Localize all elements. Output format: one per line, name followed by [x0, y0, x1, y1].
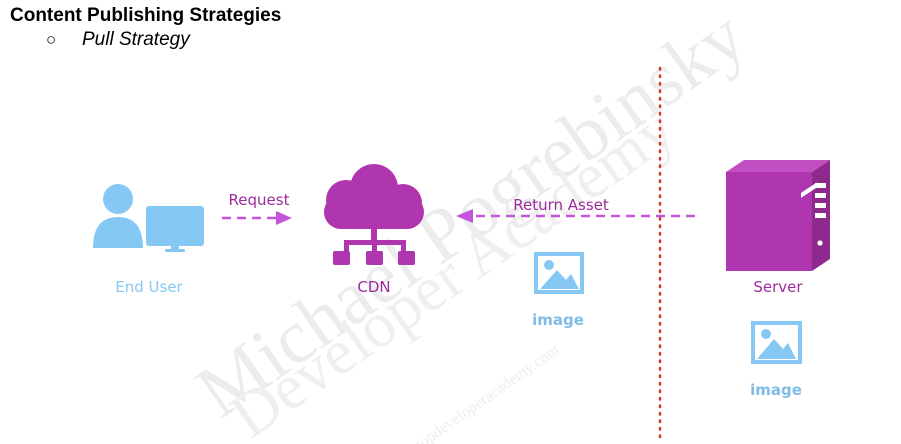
- server-image-label: image: [750, 381, 802, 399]
- bullet-marker: ○: [46, 30, 57, 49]
- return-asset-arrow: [456, 209, 695, 223]
- end-user-icon: [93, 184, 204, 252]
- page-title: Content Publishing Strategies: [10, 5, 282, 26]
- image-icon: [534, 252, 584, 294]
- request-label: Request: [228, 191, 290, 209]
- return-asset-label: Return Asset: [513, 196, 609, 214]
- page-subtitle: Pull Strategy: [82, 29, 190, 50]
- server-label: Server: [753, 278, 803, 296]
- cdn-cloud-icon: [324, 164, 424, 265]
- server-icon: [726, 160, 830, 271]
- request-arrow: [222, 211, 292, 225]
- cdn-image-label: image: [532, 311, 584, 329]
- image-icon: [751, 321, 802, 364]
- end-user-label: End User: [115, 278, 183, 296]
- cdn-label: CDN: [357, 278, 391, 296]
